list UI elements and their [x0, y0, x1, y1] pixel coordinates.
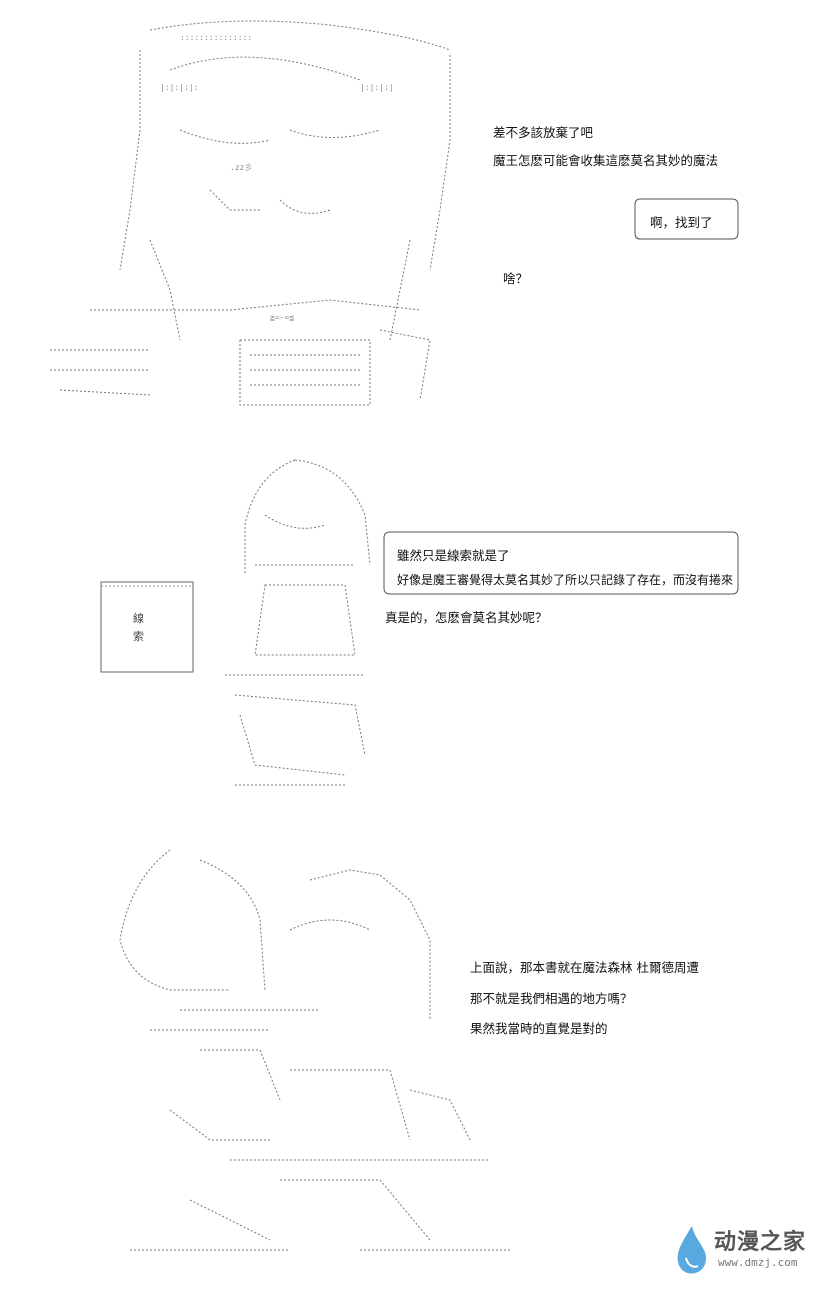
panel-3: 上面說，那本書就在魔法森林 杜爾德周遭 那不就是我們相遇的地方嗎？ 果然我當時的…	[0, 820, 830, 1290]
reply-text: 真是的，怎麽會莫名其妙呢？	[385, 610, 548, 625]
sign-char-2: 索	[133, 630, 144, 643]
svg-text:.zz彡: .zz彡	[230, 163, 252, 172]
ascii-art-character-1: ::::::::::::::: |:|:|:|: |:|:|:| .zz彡 ≧=…	[30, 10, 470, 410]
panel-1: ::::::::::::::: |:|:|:|: |:|:|:| .zz彡 ≧=…	[0, 0, 830, 420]
svg-text:|:|:|:|:: |:|:|:|:	[160, 83, 199, 92]
watermark-name: 动漫之家	[714, 1230, 807, 1255]
watermark-logo: 动漫之家 www.dmzj.com	[672, 1222, 822, 1282]
dialog-line-5: 果然我當時的直覺是對的	[470, 1021, 608, 1036]
speech-bubble-long: 雖然只是線索就是了 好像是魔王審覺得太莫名其妙了所以只記錄了存在，而沒有捲來	[380, 528, 742, 598]
sign-char-1: 線	[133, 612, 144, 625]
mutter-text: 啥？	[503, 271, 529, 286]
bubble-line-1: 雖然只是線索就是了	[397, 548, 510, 563]
bubble-line-2: 好像是魔王審覺得太莫名其妙了所以只記錄了存在，而沒有捲來	[397, 573, 734, 587]
panel-2: 線 索 雖然只是線索就是了 好像是魔王審覺得太莫名其妙了所以只記錄了存在，而沒有…	[0, 420, 830, 820]
bubble-text: 啊，找到了	[650, 215, 713, 230]
watermark-url: www.dmzj.com	[718, 1256, 798, 1269]
svg-text:≧=-=≦: ≧=-=≦	[270, 313, 294, 322]
speech-bubble: 啊，找到了	[632, 195, 742, 243]
dialog-line-1: 差不多該放棄了吧	[493, 125, 594, 140]
ascii-art-character-2	[195, 455, 395, 790]
clue-sign: 線 索	[95, 580, 205, 675]
water-drop-icon	[677, 1226, 706, 1274]
dialog-line-2: 魔王怎麽可能會收集這麽莫名其妙的魔法	[493, 153, 719, 168]
dialog-line-4: 那不就是我們相遇的地方嗎？	[470, 991, 633, 1006]
ascii-art-character-3	[110, 840, 530, 1260]
svg-text::::::::::::::::: :::::::::::::::	[180, 33, 252, 42]
dialog-line-3: 上面說，那本書就在魔法森林 杜爾德周遭	[470, 960, 699, 975]
svg-text:|:|:|:|: |:|:|:|	[360, 83, 394, 92]
